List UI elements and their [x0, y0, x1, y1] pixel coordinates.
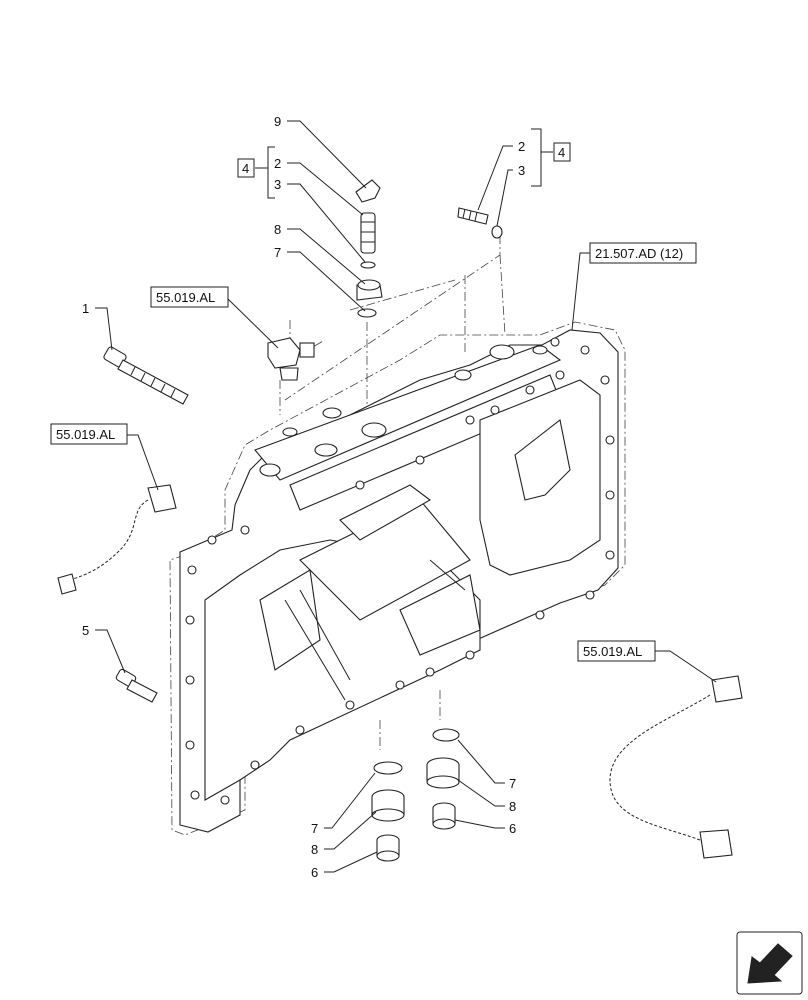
callout-8-bottom-right: 8 [509, 799, 516, 814]
callout-2-right: 2 [518, 139, 525, 154]
bolt-part-1 [103, 346, 189, 405]
callout-6-bottom-left: 6 [311, 865, 318, 880]
callout-numbers: 9 2 3 8 7 2 3 1 5 7 8 6 7 8 6 [82, 114, 525, 880]
assembly-centerlines [279, 235, 506, 750]
callout-8-top: 8 [274, 222, 281, 237]
callout-9: 9 [274, 114, 281, 129]
adapter-part-2-left [360, 212, 376, 254]
callout-4-right: 4 [558, 145, 565, 160]
callout-4-left-box: 4 [237, 158, 255, 178]
callout-7-bottom-right: 7 [509, 776, 516, 791]
transmission-housing [169, 321, 626, 836]
callout-4-left: 4 [242, 161, 249, 176]
adapter-part-8-top [356, 279, 383, 301]
leader-lines [95, 120, 717, 873]
plug-part-6-bottom-right [432, 802, 456, 830]
reference-harness-left-text: 55.019.AL [56, 427, 115, 442]
callout-7-bottom-left: 7 [311, 821, 318, 836]
callout-7-top: 7 [274, 245, 281, 260]
plug-part-8-bottom-left [371, 789, 405, 822]
fitting-part-2-right [457, 207, 489, 225]
callout-2-left: 2 [274, 156, 281, 171]
o-ring-part-3-left [360, 261, 376, 269]
reference-box-sensor[interactable]: 55.019.AL [150, 286, 229, 308]
o-ring-part-7-bottom-left [373, 761, 403, 775]
reference-housing-text: 21.507.AD (12) [595, 246, 683, 261]
cap-part-9 [355, 179, 381, 203]
arrow-orientation-icon[interactable] [736, 931, 803, 995]
reference-box-harness-right[interactable]: 55.019.AL [577, 640, 656, 662]
housing-bolt-holes [185, 337, 615, 805]
callout-3-right: 3 [518, 163, 525, 178]
callout-8-bottom-left: 8 [311, 842, 318, 857]
plug-part-8-bottom-right [426, 757, 460, 789]
reference-sensor-text: 55.019.AL [156, 290, 215, 305]
wire-harness-left [57, 484, 177, 595]
reference-box-housing[interactable]: 21.507.AD (12) [589, 242, 697, 264]
bolt-part-5 [115, 668, 158, 703]
callout-6-bottom-right: 6 [509, 821, 516, 836]
o-ring-part-3-right [491, 225, 503, 239]
wire-harness-right [609, 675, 743, 859]
o-ring-part-7-top [357, 308, 377, 318]
reference-harness-right-text: 55.019.AL [583, 644, 642, 659]
plug-part-6-bottom-left [376, 834, 400, 862]
o-ring-part-7-bottom-right [432, 728, 460, 742]
callout-5: 5 [82, 623, 89, 638]
callout-4-right-box: 4 [553, 142, 571, 162]
callout-3-left: 3 [274, 177, 281, 192]
callout-1: 1 [82, 301, 89, 316]
reference-box-harness-left[interactable]: 55.019.AL [50, 423, 128, 445]
